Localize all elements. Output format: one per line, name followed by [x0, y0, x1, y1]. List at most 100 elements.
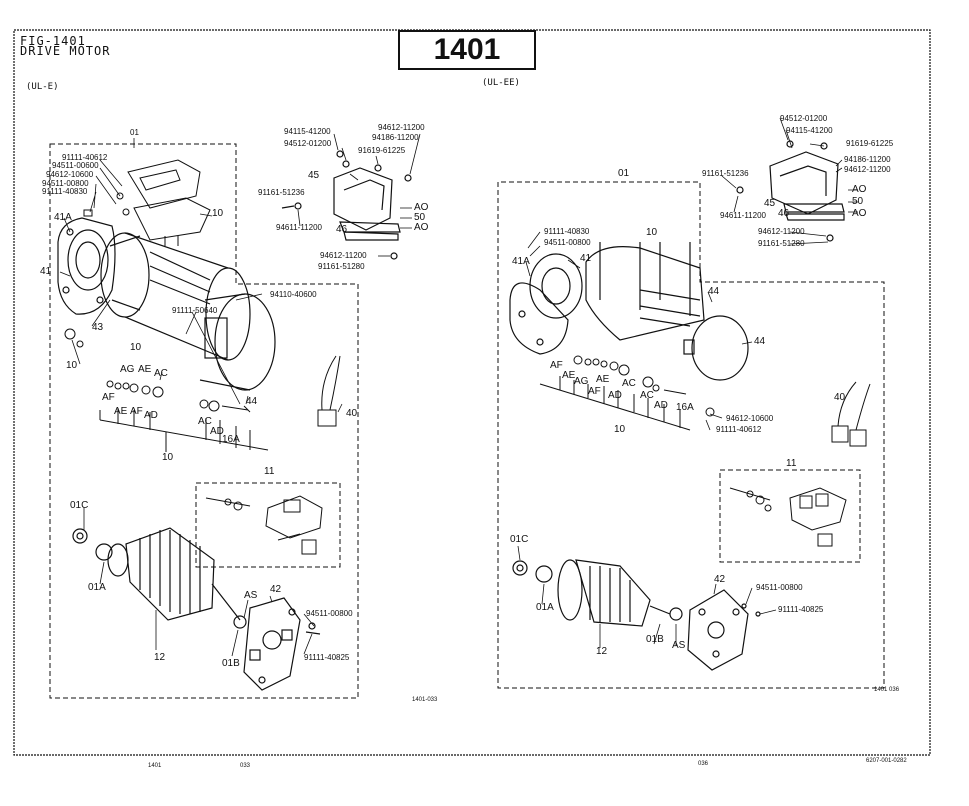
drawing-code: 1401 036 — [874, 687, 900, 693]
callout-label: AF — [550, 360, 563, 371]
callout-label: AO — [414, 202, 429, 213]
callout-label: 42 — [714, 574, 726, 585]
left-brush-holder — [205, 495, 323, 555]
part-number: 91111-40830 — [544, 227, 590, 236]
footer-code-mid: 036 — [698, 761, 709, 767]
callout-label: 41A — [512, 256, 530, 267]
part-number: 94612-11200 — [378, 123, 425, 132]
footer-code-left: 033 — [240, 763, 251, 769]
callout-label: 11 — [786, 458, 797, 469]
callout-label: 41 — [40, 266, 52, 277]
page-badge: 1401 — [398, 30, 536, 70]
part-number: 94511-00800 — [306, 609, 353, 618]
callout-label: 10 — [66, 360, 78, 371]
part-number: 91161-51236 — [258, 188, 305, 197]
part-number: 94186-11200 — [372, 133, 419, 142]
part-number: 91161-51280 — [318, 262, 365, 271]
right-end-plate — [687, 589, 761, 671]
part-number: 91619-61225 — [358, 146, 406, 155]
callout-label: AE — [114, 406, 128, 417]
callout-label: 50 — [414, 212, 426, 223]
part-number: 91111-40830 — [42, 187, 88, 196]
left-end-plate — [243, 597, 321, 691]
part-number: 91111-40612 — [62, 153, 108, 162]
left-end-bracket — [57, 217, 116, 315]
callout-label: 12 — [154, 652, 166, 663]
callout-label: 01 — [618, 168, 630, 179]
callout-label: AC — [198, 416, 212, 427]
right-brush-holder — [729, 487, 847, 547]
callout-label: 10 — [646, 227, 658, 238]
part-number: 94115-41200 — [786, 126, 833, 135]
part-number: 94612-11200 — [844, 165, 891, 174]
part-number: 94511-00800 — [42, 179, 89, 188]
callout-label: AD — [144, 410, 158, 421]
callout-label: AD — [608, 390, 622, 401]
callout-label: AF — [588, 386, 601, 397]
callout-label: AS — [672, 640, 686, 651]
right-washer-row — [573, 355, 715, 417]
callout-label: 11 — [264, 466, 275, 477]
callout-label: AG — [574, 376, 589, 387]
part-number: 94612-10600 — [46, 170, 94, 179]
part-number: 94611-11200 — [720, 211, 766, 220]
callout-label: AD — [654, 400, 668, 411]
part-number: 94612-10600 — [726, 414, 774, 423]
callout-label: 43 — [92, 322, 104, 333]
callout-label: AF — [130, 406, 143, 417]
callout-label: AE — [596, 374, 610, 385]
footer-catalog-code: 6207-001-0282 — [866, 758, 907, 764]
callout-label: 10 — [614, 424, 626, 435]
callout-label: 40 — [834, 392, 846, 403]
callout-label: 45 — [764, 198, 776, 209]
callout-label: 01B — [646, 634, 664, 645]
callout-label: AE — [562, 370, 576, 381]
callout-label: 10 — [130, 342, 142, 353]
callout-label: 44 — [246, 396, 258, 407]
callout-label: 44 — [754, 336, 766, 347]
callout-label: AC — [622, 378, 636, 389]
part-number: 91111-50640 — [172, 306, 218, 315]
callout-label: 01B — [222, 658, 240, 669]
right-yoke — [585, 242, 749, 381]
callout-label: 16A — [222, 434, 240, 445]
part-number: 91111-40825 — [778, 605, 824, 614]
callout-label: 01C — [70, 500, 89, 511]
callout-label: 01 — [130, 128, 139, 137]
callout-label: 01A — [88, 582, 106, 593]
center-bracket — [281, 150, 412, 260]
callout-label: 10 — [212, 208, 224, 219]
callout-label: AC — [154, 368, 168, 379]
figure-label: FIG-1401 DRIVE MOTOR — [20, 34, 111, 58]
callout-label: 42 — [270, 584, 282, 595]
callout-label: AO — [414, 222, 429, 233]
part-number: 94511-00600 — [52, 161, 99, 170]
part-number: 91161-51236 — [702, 169, 749, 178]
drawing-code: 1401-033 — [412, 697, 438, 703]
figure-number: FIG-1401 — [20, 34, 86, 48]
callout-label: 01A — [536, 602, 554, 613]
callout-label: 41 — [580, 253, 592, 264]
callout-label: 40 — [346, 408, 358, 419]
callout-label: 46 — [336, 224, 348, 235]
part-number: 94612-11200 — [320, 251, 367, 260]
right-leaders — [517, 231, 777, 648]
part-number: 94511-00800 — [756, 583, 803, 592]
callout-label: 10 — [162, 452, 174, 463]
variant-left-label: (UL-E) — [26, 82, 59, 92]
part-number: 91111-40612 — [716, 425, 762, 434]
left-hardware-top — [64, 192, 130, 348]
callout-label: AS — [244, 590, 258, 601]
footer-page-number: 1401 — [148, 763, 162, 769]
part-number: 94612-11200 — [758, 227, 805, 236]
figure-title: DRIVE MOTOR — [20, 44, 111, 58]
callout-label: 16A — [676, 402, 694, 413]
left-washer-row — [106, 380, 251, 413]
right-end-bracket — [509, 253, 583, 355]
callout-label: 44 — [708, 286, 720, 297]
right-armature — [512, 559, 683, 627]
right-group-box — [497, 181, 885, 689]
callout-label: 45 — [308, 170, 320, 181]
